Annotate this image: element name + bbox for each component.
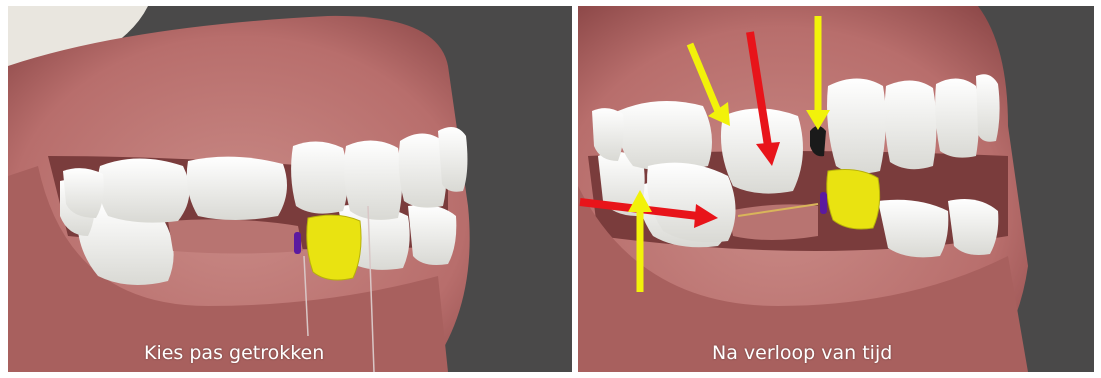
tooth	[935, 78, 979, 157]
tooth	[976, 74, 1000, 141]
tooth	[885, 80, 937, 169]
purple-marker	[294, 232, 301, 254]
panel-over-time: Na verloop van tijd	[578, 6, 1094, 372]
tooth	[344, 140, 402, 219]
tooth	[98, 159, 190, 223]
tooth	[187, 157, 287, 220]
panel-extraction-recent: Kies pas getrokken	[8, 6, 572, 372]
yellow-crown	[827, 170, 880, 229]
extraction-gap	[728, 204, 818, 240]
tooth	[291, 141, 348, 213]
mouth-illustration-right	[578, 6, 1094, 372]
mouth-illustration-left	[8, 6, 572, 372]
tooth	[827, 79, 886, 174]
tooth	[617, 101, 712, 171]
caption-right: Na verloop van tijd	[712, 342, 892, 364]
tooth	[438, 127, 467, 192]
caption-left: Kies pas getrokken	[144, 342, 324, 364]
extraction-gap	[168, 219, 303, 253]
tooth	[948, 199, 998, 255]
tooth	[408, 205, 456, 265]
yellow-crown	[307, 215, 361, 280]
purple-marker	[820, 192, 827, 214]
